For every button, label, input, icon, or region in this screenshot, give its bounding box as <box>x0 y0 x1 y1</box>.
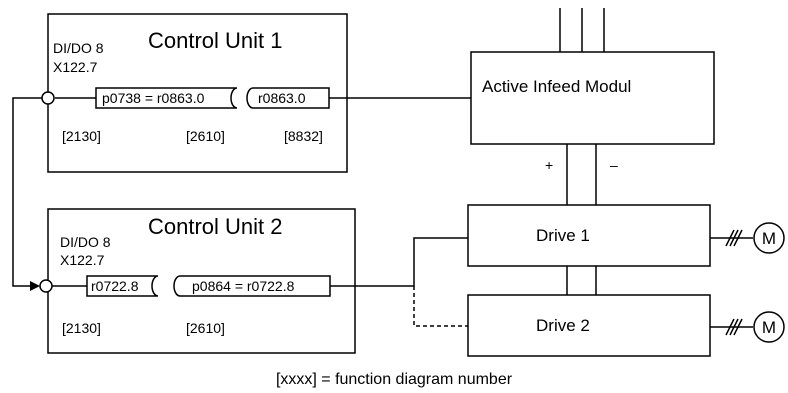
cu2-port-name: DI/DO 8 <box>60 234 111 250</box>
control-unit-1-title: Control Unit 1 <box>148 28 283 53</box>
motor-2-label: M <box>762 318 776 337</box>
cu1-port-pin: X122.7 <box>53 59 98 75</box>
cu2-terminal-icon <box>39 279 53 293</box>
cu1-fd-left: [2130] <box>62 128 101 144</box>
dc-minus-label: – <box>610 157 618 173</box>
cu2-fd-left: [2130] <box>62 320 101 336</box>
motor-2-icon <box>753 311 785 343</box>
arrow-head-icon <box>30 281 40 291</box>
cu1-fd-right: [8832] <box>284 128 323 144</box>
drive-2-label: Drive 2 <box>536 316 590 335</box>
cable-marker-icon <box>725 318 743 336</box>
control-unit-1-frame <box>47 13 348 173</box>
cu1-port-name: DI/DO 8 <box>53 40 104 56</box>
control-unit-2: Control Unit 2 DI/DO 8 X122.7 r0722.8 p0… <box>47 208 356 354</box>
cu1-terminal-icon <box>41 91 55 105</box>
drive-1-label: Drive 1 <box>536 226 590 245</box>
drive-2: Drive 2 M <box>467 294 785 357</box>
digital-signal-link <box>12 91 55 293</box>
cu2-signal-right: p0864 = r0722.8 <box>192 278 295 294</box>
drive-1: Drive 1 M <box>467 204 785 267</box>
active-infeed-frame <box>470 51 715 145</box>
cu1-signal-right: r0863.0 <box>258 90 306 106</box>
cu2-signal-box-right <box>173 275 331 297</box>
drive-1-frame <box>467 204 711 267</box>
active-infeed-label: Active Infeed Modul <box>482 77 631 96</box>
control-unit-2-title: Control Unit 2 <box>148 214 283 239</box>
cu2-signal-box-left <box>86 275 159 297</box>
cu2-to-drive-2-wire <box>413 286 468 327</box>
cu2-port-pin: X122.7 <box>60 252 105 268</box>
dc-plus-label: + <box>545 157 553 173</box>
cu1-to-cu2-wire <box>12 97 42 287</box>
cu1-signal-left: p0738 = r0863.0 <box>102 90 205 106</box>
cu2-fd-mid: [2610] <box>186 320 225 336</box>
cu1-fd-mid: [2610] <box>186 128 225 144</box>
motor-1-label: M <box>762 229 776 248</box>
cu2-signal-left: r0722.8 <box>91 278 139 294</box>
control-unit-1: Control Unit 1 DI/DO 8 X122.7 p0738 = r0… <box>47 13 348 173</box>
active-infeed-module: Active Infeed Modul <box>347 8 715 145</box>
cable-marker-icon <box>725 229 743 247</box>
cu2-drive-wiring <box>330 237 468 327</box>
cu1-signal-box-right <box>246 87 330 109</box>
cu1-signal-box-left <box>95 87 238 109</box>
motor-1-icon <box>753 222 785 254</box>
control-unit-2-frame <box>47 208 356 354</box>
dc-link: + – <box>545 144 618 295</box>
footnote: [xxxx] = function diagram number <box>276 371 513 388</box>
cu2-to-drive-1-wire <box>330 237 468 287</box>
